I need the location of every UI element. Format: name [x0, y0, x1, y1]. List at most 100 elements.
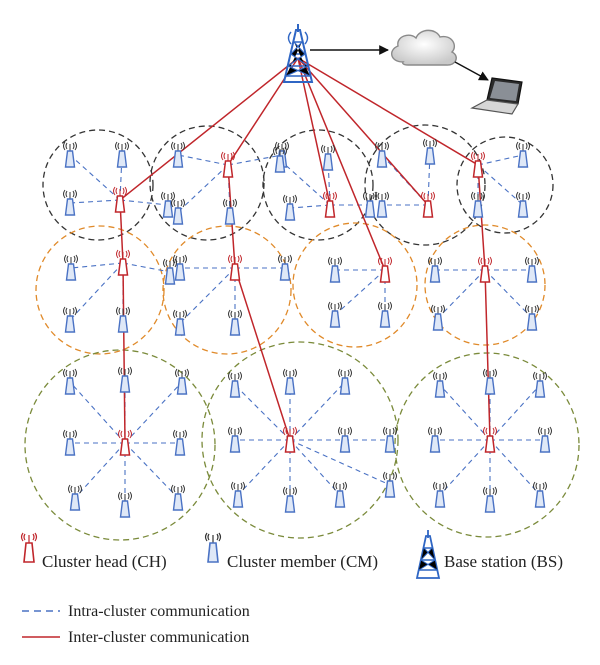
antenna-node-blue-icon — [163, 258, 177, 285]
antenna-node-red-icon — [228, 254, 242, 281]
inter-cluster-link — [297, 57, 491, 441]
intra-cluster-link — [484, 269, 533, 319]
intra-cluster-link — [289, 439, 341, 496]
legend-inter: Inter-cluster communication — [22, 629, 249, 646]
intra-cluster-link — [69, 262, 124, 321]
legend-base-station: Base station (BS) — [415, 530, 563, 579]
antenna-node-red-icon — [118, 429, 132, 456]
antenna-node-blue-icon — [338, 426, 352, 453]
tower-icon — [415, 530, 441, 579]
legend: Cluster head (CH) Cluster member (CM) Ba… — [20, 530, 563, 646]
intra-cluster-link — [334, 269, 386, 316]
legend-label-cluster-member: Cluster member (CM) — [227, 552, 378, 571]
legend-label-inter: Inter-cluster communication — [68, 629, 249, 646]
base-station — [282, 24, 314, 83]
antenna-node-blue-icon — [283, 486, 297, 513]
antenna-node-blue-icon — [431, 304, 445, 331]
intra-cluster-link — [439, 439, 491, 496]
antenna-node-blue-icon — [278, 254, 292, 281]
antenna-node-red-icon — [471, 151, 485, 178]
intra-cluster-link — [489, 384, 541, 441]
antenna-node-blue-icon — [428, 426, 442, 453]
antenna-node-blue-icon — [328, 301, 342, 328]
intra-cluster-link — [74, 442, 126, 499]
antenna-node-blue-icon — [63, 306, 77, 333]
laptop-icon — [470, 77, 523, 115]
intra-cluster-link — [119, 199, 169, 206]
legend-label-base-station: Base station (BS) — [444, 552, 563, 571]
antenna-node-blue-icon — [283, 368, 297, 395]
antenna-node-blue-icon — [63, 429, 77, 456]
antenna-node-blue-icon — [228, 309, 242, 336]
intra-cluster-link — [477, 164, 524, 206]
antenna-node-blue-icon — [533, 481, 547, 508]
antenna-node-blue-icon — [115, 141, 129, 168]
antenna-node-blue-icon — [433, 371, 447, 398]
antenna-node-blue-icon — [228, 426, 242, 453]
intra-cluster-lines — [69, 151, 545, 505]
antenna-node-blue-icon — [483, 368, 497, 395]
antenna-node-blue-icon — [118, 366, 132, 393]
intra-cluster-link — [227, 154, 283, 166]
cluster-circle — [364, 124, 486, 246]
intra-cluster-link — [234, 384, 291, 441]
intra-cluster-link — [279, 159, 331, 206]
antenna-node-red-icon — [478, 256, 492, 283]
antenna-node-blue-icon — [171, 198, 185, 225]
antenna-node-blue-icon — [525, 256, 539, 283]
antenna-node-blue-icon — [171, 141, 185, 168]
intra-cluster-link — [69, 154, 121, 201]
antenna-node-blue-icon — [383, 426, 397, 453]
antenna-node-blue-icon — [68, 484, 82, 511]
intra-cluster-link — [489, 439, 541, 496]
antenna-node-blue-icon — [383, 471, 397, 498]
antenna-node-blue-icon — [423, 138, 437, 165]
antenna-node-blue-icon — [471, 191, 485, 218]
intra-cluster-link — [237, 439, 291, 496]
intra-cluster-link — [124, 381, 183, 444]
antenna-node-red-icon — [116, 249, 130, 276]
cluster-heads — [113, 151, 497, 456]
antenna-node-blue-icon — [333, 481, 347, 508]
intra-cluster-link — [69, 381, 126, 444]
antenna-node-blue-icon — [116, 306, 130, 333]
cluster-circles — [24, 124, 580, 541]
antenna-node-blue-icon — [173, 309, 187, 336]
intra-cluster-link — [437, 269, 486, 319]
antenna-node-blue-icon — [118, 491, 132, 518]
intra-cluster-link — [289, 381, 346, 441]
antenna-node-blue-icon — [375, 191, 389, 218]
legend-intra: Intra-cluster communication — [22, 603, 250, 620]
cluster-circle — [42, 129, 154, 241]
cluster-circle — [201, 341, 399, 539]
intra-cluster-link — [289, 204, 331, 209]
antenna-node-blue-icon — [321, 144, 335, 171]
intra-cluster-link — [69, 199, 121, 204]
intra-cluster-link — [179, 267, 236, 324]
cloud-to-laptop-arrow — [454, 61, 489, 81]
tower-icon — [282, 24, 314, 83]
cluster-circle — [292, 222, 418, 348]
antenna-node-red-icon — [113, 186, 127, 213]
antenna-node-red-icon — [378, 256, 392, 283]
cloud-icon — [391, 29, 457, 66]
cluster-circle — [35, 225, 165, 355]
intra-cluster-link — [70, 262, 124, 269]
antenna-node-blue-icon — [378, 301, 392, 328]
antenna-node-blue-icon — [516, 141, 530, 168]
antenna-node-blue-icon — [223, 198, 237, 225]
antenna-node-blue-icon — [483, 486, 497, 513]
intra-cluster-link — [177, 154, 229, 166]
antenna-node-blue-icon — [173, 429, 187, 456]
legend-label-intra: Intra-cluster communication — [68, 603, 250, 620]
intra-cluster-link — [289, 439, 391, 486]
antenna-node-blue-icon — [204, 532, 222, 563]
intra-cluster-link — [177, 164, 229, 213]
antenna-node-blue-icon — [338, 368, 352, 395]
antenna-node-blue-icon — [363, 191, 377, 218]
antenna-node-blue-icon — [428, 256, 442, 283]
inter-cluster-link — [297, 57, 429, 206]
legend-cluster-member: Cluster member (CM) — [204, 532, 378, 571]
antenna-node-blue-icon — [173, 254, 187, 281]
